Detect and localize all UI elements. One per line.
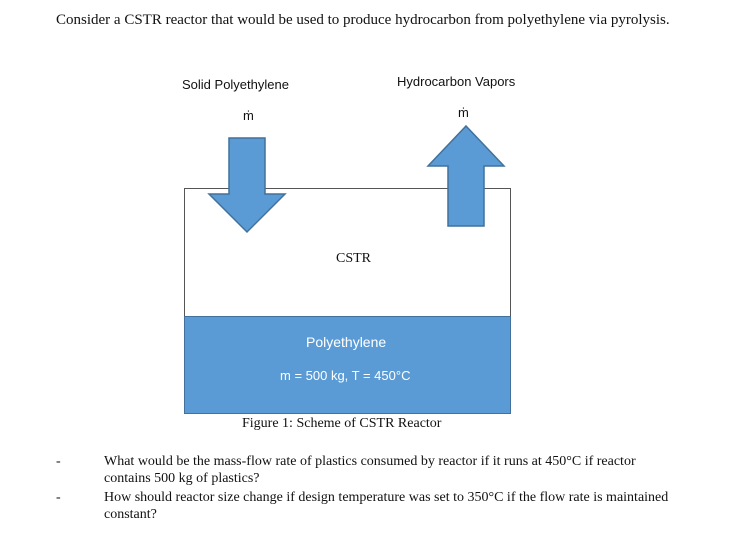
contents-name: Polyethylene [306,334,387,350]
reactor-label: CSTR [336,251,372,266]
inlet-mass-flow-symbol: ṁ [243,108,254,123]
question-item: - What would be the mass-flow rate of pl… [56,453,676,487]
contents-conditions: m = 500 kg, T = 450°C [280,368,411,383]
list-bullet: - [56,490,61,505]
question-text: How should reactor size change if design… [104,490,669,522]
question-text: What would be the mass-flow rate of plas… [104,454,636,486]
reactor-contents-fill [184,316,511,414]
question-item: - How should reactor size change if desi… [56,489,676,523]
problem-intro: Consider a CSTR reactor that would be us… [56,12,670,28]
inlet-arrow-down [207,137,287,234]
list-bullet: - [56,454,61,469]
question-list: - What would be the mass-flow rate of pl… [56,453,676,525]
outlet-arrow-up [426,124,506,227]
outlet-stream-label: Hydrocarbon Vapors [397,74,516,89]
figure-caption: Figure 1: Scheme of CSTR Reactor [242,416,442,431]
inlet-stream-label: Solid Polyethylene [182,77,289,92]
outlet-mass-flow-symbol: ṁ [458,105,469,120]
